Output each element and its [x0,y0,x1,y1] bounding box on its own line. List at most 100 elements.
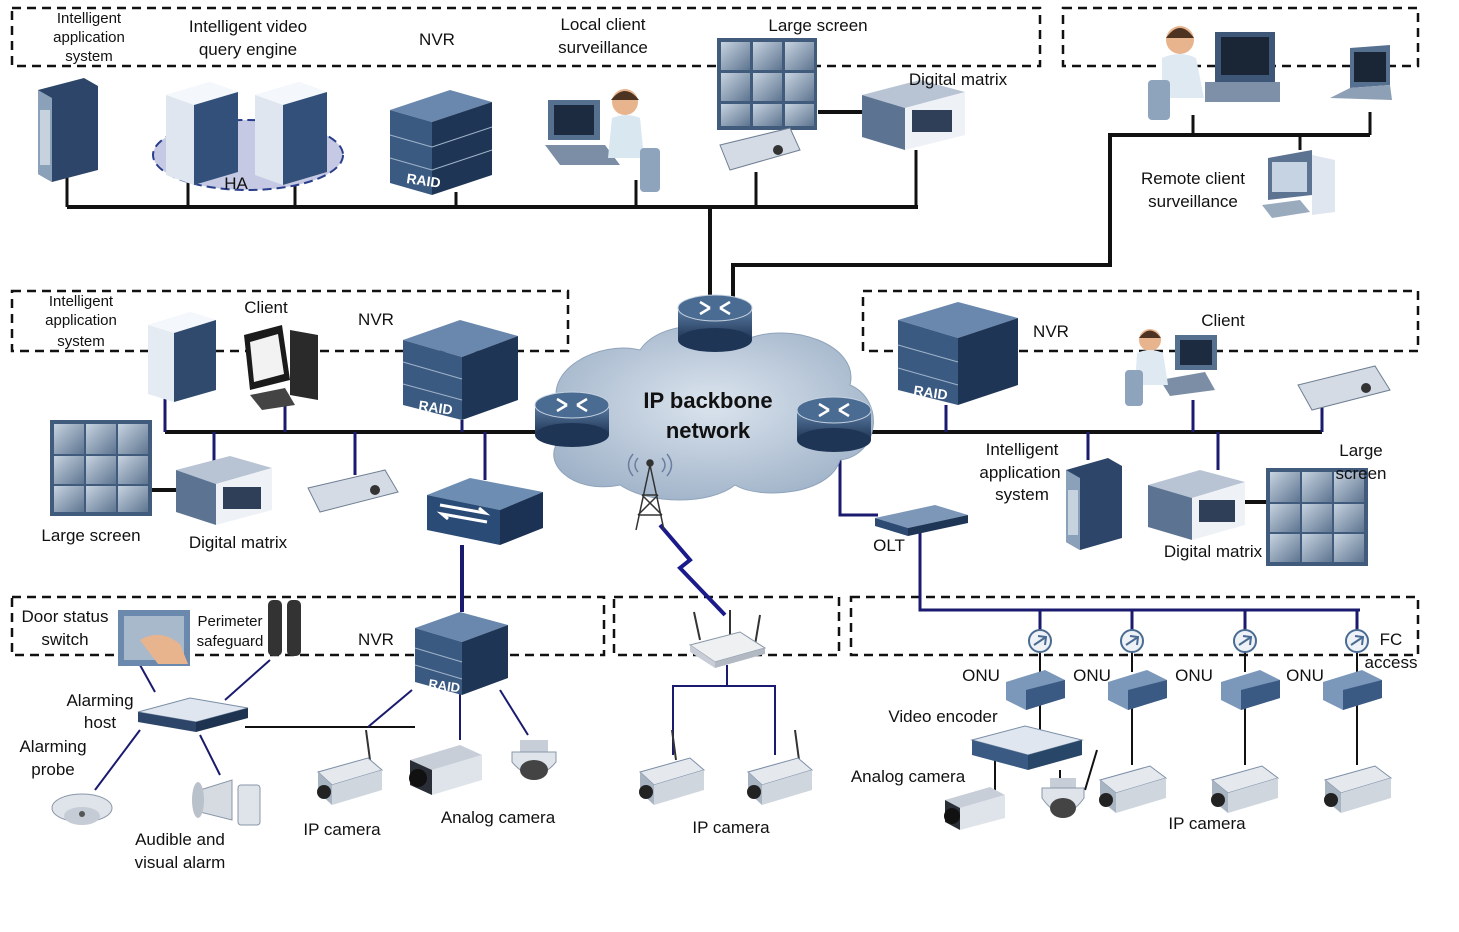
ethernet-switch [427,478,543,545]
right-ias-server [1066,458,1122,550]
router-right [796,396,872,452]
onu-device-4 [1323,670,1382,710]
left-client-pc [244,325,318,410]
left-ias-server [148,312,216,402]
perimeter-label-2: safeguard [197,633,264,650]
local-client-operator [545,89,660,192]
fc-connector-icon-3 [1233,629,1257,653]
right-client-operator [1125,329,1217,406]
left-nvr-label: NVR [358,310,394,329]
wireless-access-point [688,610,767,668]
top-digital-matrix [862,80,965,150]
alarming-host [137,697,249,732]
fc-access-label-1: FC [1380,630,1403,649]
alarming-probe [51,793,113,825]
right-ias-label-3: system [995,485,1049,504]
alarm-host-label-1: Alarming [66,691,133,710]
left-digital-matrix [176,456,272,525]
bottom-mid-ip-camera-label: IP camera [692,818,770,837]
left-ias-label-3: system [57,333,105,350]
right-large-screen-label-1: Large [1339,441,1382,460]
right-large-screen [1266,468,1368,566]
audible-label-1: Audible and [135,830,225,849]
right-client-label: Client [1201,311,1245,330]
query-engine-label-2: query engine [199,40,297,59]
ha-server-pair: HA [152,82,344,193]
perimeter-safeguard-icon [268,600,301,656]
alarm-host-label-2: host [84,713,116,732]
bottom-mid-ip-camera-2 [747,729,814,805]
left-client-label: Client [244,298,288,317]
local-client-label-1: Local client [560,15,645,34]
right-ias-label-2: application [979,463,1060,482]
bottom-right-group-box [849,595,1420,657]
left-control-keyboard [307,469,399,513]
right-nvr-label: NVR [1033,322,1069,341]
onu-device-3 [1221,670,1280,710]
perimeter-label-1: Perimeter [197,613,262,630]
top-large-screen [717,38,817,130]
right-digital-matrix [1148,470,1245,540]
right-ias-label-1: Intelligent [986,440,1059,459]
fc-connector-icon-1 [1028,629,1052,653]
top-nvr-label: NVR [419,30,455,49]
bottom-nvr-raid: RAID [414,612,508,695]
remote-client-label-1: Remote client [1141,169,1245,188]
right-nvr-raid: RAID [897,302,1018,405]
bottom-right-analog-camera-label: Analog camera [851,767,966,786]
onu-label-4: ONU [1286,666,1324,685]
top-ias-server [38,78,98,182]
fc-access-label-2: access [1365,653,1418,672]
fc-connector-icon-2 [1120,629,1144,653]
left-ias-label-2: application [45,312,117,329]
video-encoder [970,725,1084,770]
router-top [677,294,753,352]
bottom-right-ip-camera-label: IP camera [1168,814,1246,833]
onu-device-1 [1006,670,1065,710]
left-nvr-raid: RAID [402,320,518,420]
top-digital-matrix-label: Digital matrix [909,70,1008,89]
onu-label-1: ONU [962,666,1000,685]
top-large-screen-label: Large screen [768,16,867,35]
cloud-label-line1: IP backbone [643,388,772,413]
door-switch-label-2: switch [41,630,88,649]
bottom-left-dome-camera [511,740,557,780]
right-digital-matrix-label: Digital matrix [1164,542,1263,561]
bottom-nvr-raid-label: RAID [428,676,462,695]
fc-connector-icon-4 [1345,629,1369,653]
right-large-screen-label-2: screen [1335,464,1386,483]
wireless-tower-icon [627,453,673,531]
bottom-left-ip-camera [317,729,384,805]
right-control-keyboard [1297,365,1391,411]
top-ias-label-2: application [53,29,125,46]
video-encoder-label: Video encoder [888,707,998,726]
bottom-right-analog-box-camera [944,787,1005,830]
audible-visual-alarm [192,779,261,826]
left-nvr-raid-label: RAID [418,397,454,418]
bottom-left-group-box [10,595,606,657]
top-ias-label-3: system [65,48,113,65]
top-group-box [10,6,1042,68]
left-ias-label-1: Intelligent [49,293,114,310]
bottom-left-analog-box-camera [409,745,482,795]
bottom-left-analog-camera-label: Analog camera [441,808,556,827]
bottom-nvr-label: NVR [358,630,394,649]
right-nvr-raid-label: RAID [913,382,949,403]
alarm-probe-label-2: probe [31,760,74,779]
bottom-right-dome-camera [1041,778,1085,818]
left-large-screen [50,420,152,516]
bottom-right-ip-camera-3 [1323,765,1393,813]
door-switch-label-1: Door status [22,607,109,626]
left-large-screen-label: Large screen [41,526,140,545]
bottom-mid-ip-camera-1 [639,729,706,805]
remote-client-label-2: surveillance [1148,192,1238,211]
remote-desktop-icon [1262,150,1335,218]
query-engine-label-1: Intelligent video [189,17,307,36]
top-nvr-raid: RAID [389,90,493,195]
ha-label: HA [224,174,248,193]
alarm-probe-label-1: Alarming [19,737,86,756]
onu-label-2: ONU [1073,666,1111,685]
connection-lines [65,110,1372,791]
